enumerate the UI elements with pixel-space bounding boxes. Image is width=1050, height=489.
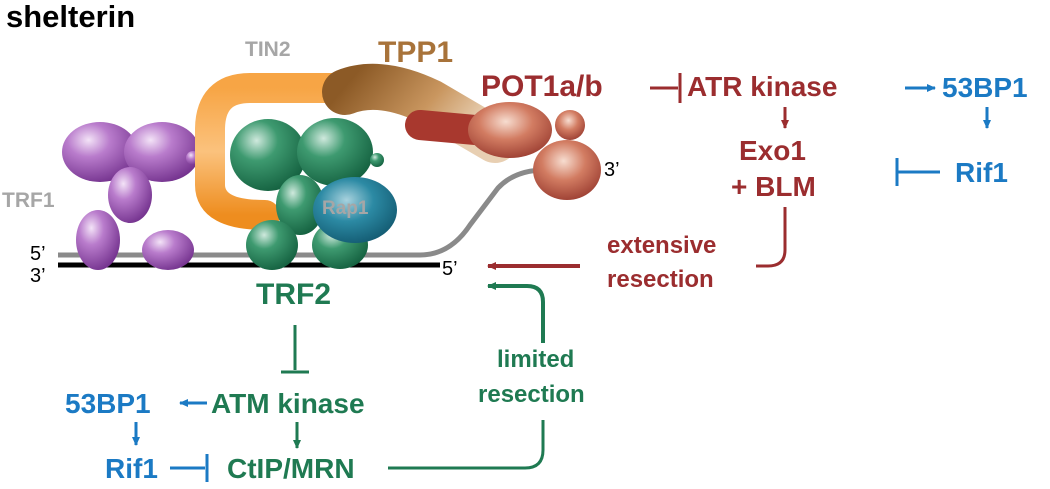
dna-5prime-top-label: 5’ [30,243,46,265]
rap1-label: Rap1 [322,198,369,219]
ctip-to-resection-connector [388,420,545,470]
pot1-label: POT1a/b [481,70,603,103]
dna-top-strand [58,167,600,258]
pot1-protein [405,102,601,200]
diagram-title: shelterin [6,0,135,34]
dna-3prime-bottom-label: 3’ [30,265,46,287]
tpp1-label: TPP1 [378,36,453,69]
tin2-label: TIN2 [245,38,291,61]
ctip-mrn-label: CtIP/MRN [227,453,355,484]
telomere-dna [58,167,600,268]
limited-resection-label: resection [478,381,585,408]
limited-label: limited [497,346,574,373]
rif1-top-label: Rif1 [955,157,1008,188]
trf2-protein [230,118,384,270]
exo1-to-resection-connector [756,207,787,268]
limited-resection-arrow [487,282,545,343]
rif1-bottom-label: Rif1 [105,453,158,484]
trf1-protein [62,122,200,270]
53bp1-bottom-label: 53BP1 [65,388,151,419]
dna-5prime-end-label: 5’ [442,258,458,280]
atr-kinase-label: ATR kinase [687,71,837,102]
blm-label: + BLM [731,171,816,202]
trf1-label: TRF1 [2,189,55,212]
rap1-protein [313,177,397,243]
exo1-label: Exo1 [739,135,806,166]
tpp1-protein [322,63,518,163]
extensive-label: extensive [607,232,716,259]
extensive-resection-label: resection [607,266,714,293]
trf2-label: TRF2 [256,278,331,311]
53bp1-top-label: 53BP1 [942,72,1028,103]
dna-3prime-overhang-label: 3’ [604,159,620,181]
tin2-protein [195,73,350,230]
atm-kinase-label: ATM kinase [211,388,365,419]
